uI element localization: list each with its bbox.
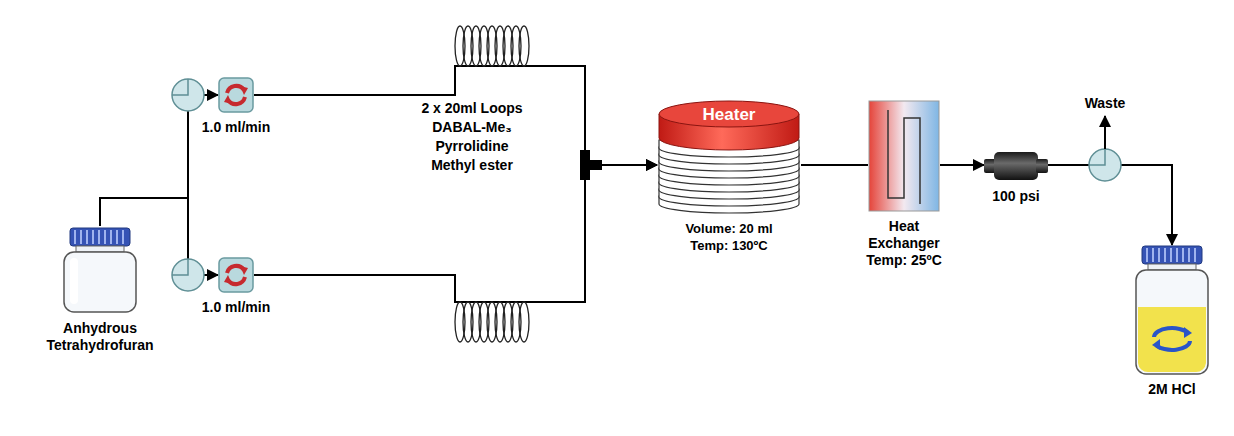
sample-loop-coil	[455, 26, 529, 66]
node-label: Heat Exchanger	[859, 218, 949, 252]
node-label: 1.0 ml/min	[191, 299, 281, 316]
tubing-connector	[254, 66, 657, 165]
node-label: 100 psi	[976, 188, 1056, 205]
solvent-bottle: Anhydrous Tetrahydrofuran	[30, 226, 170, 354]
node-label: 1.0 ml/min	[191, 119, 281, 136]
valve	[1089, 149, 1121, 181]
solvent-bottle-drawing	[60, 226, 140, 314]
pump-icon	[218, 77, 254, 113]
heat-exchanger: Heat ExchangerTemp: 25ºC	[859, 100, 949, 269]
sample-loop-coil	[455, 302, 529, 342]
outlet-label: Waste	[1085, 95, 1126, 112]
heat-exchanger-icon	[868, 100, 940, 212]
node-label: Temp: 130ºC	[644, 237, 814, 254]
pump: 1.0 ml/min	[191, 77, 281, 136]
heater-reactor: HeaterVolume: 20 mlTemp: 130ºC	[644, 98, 814, 254]
valve	[172, 259, 204, 291]
pump-drawing	[218, 257, 254, 293]
loop-contents-label: DABAL-Me₃	[432, 119, 512, 136]
loop-contents-label: 2 x 20ml Loops	[421, 100, 522, 117]
loop-contents-label: Methyl ester	[431, 157, 513, 174]
icon-label: Heater	[657, 106, 801, 123]
collection-bottle-icon	[1132, 245, 1212, 375]
t-junction	[580, 150, 602, 180]
pump-icon	[218, 257, 254, 293]
heater-reactor-icon: Heater	[657, 98, 801, 214]
valve	[172, 79, 204, 111]
back-pressure-regulator-icon	[984, 150, 1048, 182]
solvent-bottle-icon	[60, 226, 140, 314]
tubing-connector	[940, 164, 984, 166]
back-pressure-regulator-drawing	[984, 150, 1048, 182]
loop-contents-label: Pyrrolidine	[435, 138, 508, 155]
tubing-connector	[254, 165, 657, 302]
collection-bottle: 2M HCl	[1127, 245, 1217, 398]
back-pressure-regulator: 100 psi	[976, 150, 1056, 205]
collection-bottle-drawing	[1132, 245, 1212, 375]
tubing-connector	[801, 164, 868, 166]
pump: 1.0 ml/min	[191, 257, 281, 316]
waste-arrow	[1104, 116, 1106, 149]
pump-drawing	[218, 77, 254, 113]
node-label: 2M HCl	[1127, 381, 1217, 398]
tubing-connector	[100, 95, 218, 226]
heat-exchanger-drawing	[868, 100, 940, 212]
node-label: Volume: 20 ml	[644, 220, 814, 237]
node-label: Temp: 25ºC	[859, 252, 949, 269]
node-label: Anhydrous Tetrahydrofuran	[30, 320, 170, 354]
